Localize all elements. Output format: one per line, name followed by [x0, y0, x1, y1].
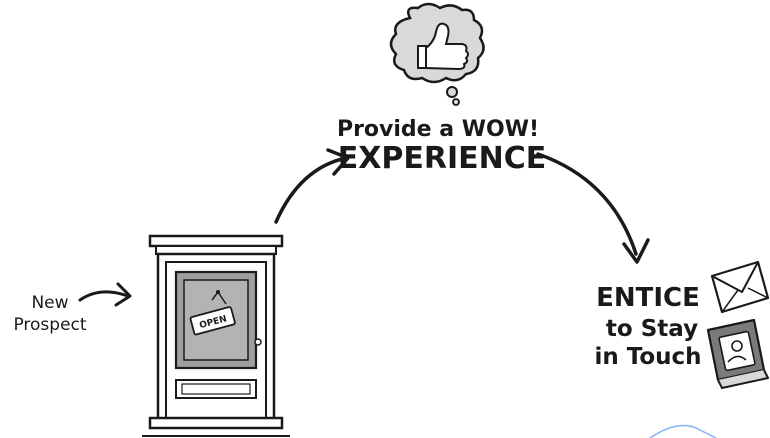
arrow-to-wow: [276, 150, 348, 222]
new-prospect-line1: New: [31, 293, 68, 313]
entice-line3: in Touch: [594, 344, 701, 370]
wow-label: Provide a WOW! EXPERIENCE: [337, 117, 546, 176]
arrow-to-entice: [538, 154, 648, 262]
entice-line2: to Stay: [606, 316, 698, 342]
new-prospect-label: New Prospect: [13, 293, 86, 335]
wow-line1: Provide a WOW!: [337, 117, 539, 142]
watermark-swoosh: [650, 426, 716, 438]
thumbs-up-thought-bubble-icon: [391, 4, 484, 105]
envelope-icon: [712, 262, 768, 312]
wow-line2: EXPERIENCE: [338, 141, 546, 176]
door-with-open-sign-icon: OPEN: [142, 236, 290, 436]
entice-label: ENTICE to Stay in Touch: [594, 283, 701, 370]
arrow-to-door: [80, 284, 130, 305]
new-prospect-line2: Prospect: [13, 315, 86, 335]
entice-line1: ENTICE: [596, 283, 700, 313]
contact-book-icon: [708, 320, 768, 388]
